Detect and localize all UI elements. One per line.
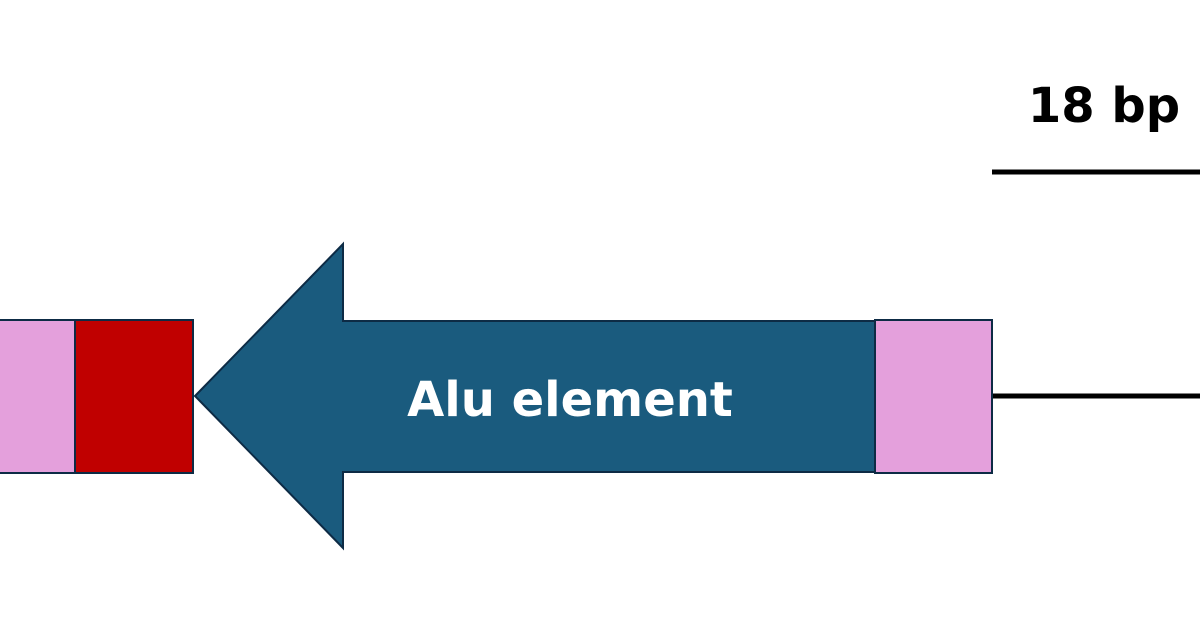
left-direct-repeat-box <box>0 319 76 474</box>
right-direct-repeat-box <box>874 319 993 474</box>
red-segment-box <box>74 319 194 474</box>
alu-element-label: Alu element <box>407 372 733 428</box>
scale-bar-label: 18 bp <box>1028 78 1180 134</box>
